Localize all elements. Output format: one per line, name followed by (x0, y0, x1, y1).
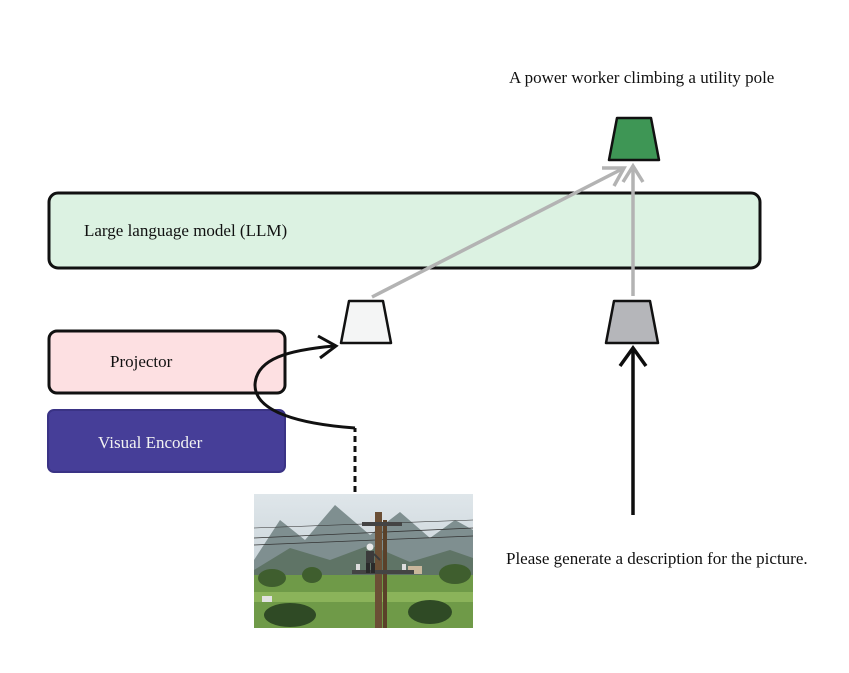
text-token-arrowhead (621, 162, 645, 183)
output-token (607, 116, 661, 162)
llm-block (47, 191, 762, 270)
encoder-block (47, 409, 286, 473)
projector-block (47, 329, 287, 395)
text-token (604, 299, 660, 345)
output-text: A power worker climbing a utility pole (509, 68, 774, 87)
image-token-arrowhead (602, 166, 627, 187)
image-token-arrow (371, 166, 625, 299)
prompt-arrow (618, 345, 648, 515)
prompt-text: Please generate a description for the pi… (506, 549, 808, 568)
image-token (339, 299, 393, 345)
llm-label: Large language model (LLM) (84, 221, 287, 240)
llm-output-arrows (371, 162, 645, 299)
vision-path-arrow (253, 334, 357, 492)
projector-label: Projector (110, 352, 173, 371)
input-photo (254, 494, 473, 628)
encoder-label: Visual Encoder (98, 433, 203, 452)
